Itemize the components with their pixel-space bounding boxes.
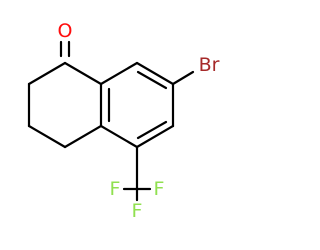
oxygen-atom-label: O — [58, 20, 73, 42]
bond-c5-c4a — [99, 124, 139, 149]
aromatic-inner-c6-c5 — [136, 120, 168, 140]
fluorine-atom-label-bottom: F — [132, 200, 143, 222]
bond-c4-c4a — [63, 124, 103, 149]
bond-c8a-c1 — [63, 61, 103, 86]
bond-c1-c2 — [27, 61, 67, 86]
bond-c8a-c8 — [99, 61, 139, 86]
bromine-atom-label: Br — [199, 54, 220, 76]
bond-c3-c4 — [27, 124, 67, 149]
bond-c7-br — [171, 70, 195, 86]
fluorine-atom-label-left: F — [110, 178, 121, 200]
bond-c6-c5 — [135, 124, 175, 149]
molecule-drawing: O Br F F F — [27, 20, 220, 222]
fluorine-atom-label-right: F — [154, 178, 165, 200]
structure-canvas: O Br F F F — [27, 20, 220, 222]
aromatic-inner-c8-c7 — [136, 70, 168, 90]
bond-c8-c7 — [135, 61, 175, 86]
